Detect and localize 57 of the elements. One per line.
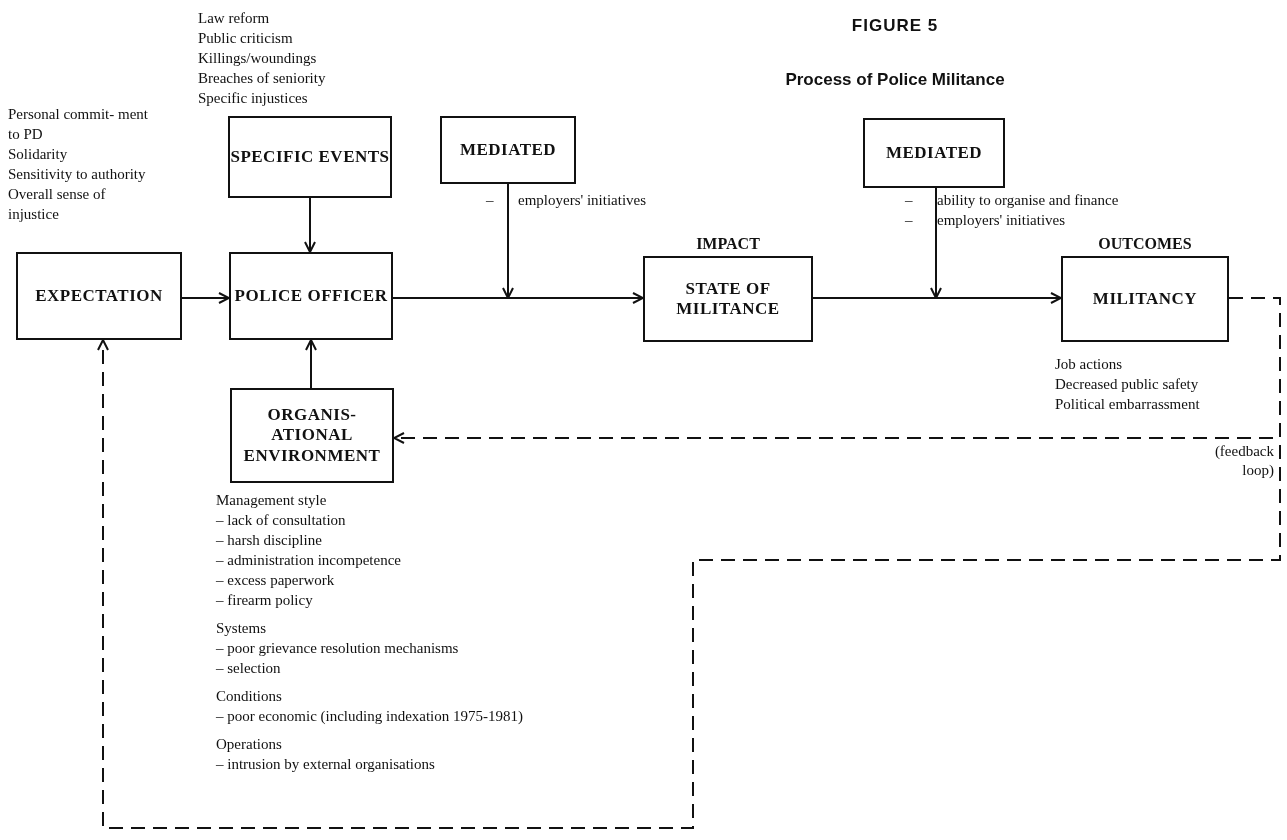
- note-text: Decreased public safety: [1055, 375, 1200, 394]
- note-text: – selection: [216, 659, 282, 678]
- note-text: employers' initiatives: [937, 211, 1067, 230]
- arrow: [930, 187, 942, 299]
- box-label: POLICE OFFICER: [234, 285, 388, 307]
- note-text: – administration incompetence: [216, 551, 402, 570]
- note-text: Breaches of seniority: [198, 69, 327, 88]
- arrow: [181, 292, 230, 304]
- arrow: [304, 197, 316, 253]
- note-text: –: [905, 191, 914, 210]
- note-text: – poor economic (including indexation 1975-1981): [216, 707, 525, 726]
- note-text: – harsh discipline: [216, 531, 323, 550]
- note-text: Public criticism: [198, 29, 294, 48]
- process-box: [228, 116, 392, 198]
- box-label: MILITANCY: [1092, 288, 1198, 310]
- note-text: Political embarrassment: [1055, 395, 1201, 414]
- note-text: – lack of consultation: [216, 511, 347, 530]
- arrow: [502, 183, 514, 299]
- process-box: [16, 252, 182, 340]
- note-text: – excess paperwork: [216, 571, 336, 590]
- note-text: – firearm policy: [216, 591, 314, 610]
- process-box: [863, 118, 1005, 188]
- box-label: MEDIATED: [459, 139, 557, 161]
- stage-heading: OUTCOMES: [1097, 235, 1193, 253]
- box-label: STATE OF MILITANCE: [675, 278, 781, 320]
- box-label: EXPECTATION: [35, 285, 163, 307]
- dashed-arrow: [97, 297, 1281, 829]
- figure-title: Process of Police Militance: [784, 70, 1006, 90]
- note-text: Overall sense of injustice: [8, 185, 107, 224]
- note-text: Conditions: [216, 687, 283, 706]
- note-text: Job actions: [1055, 355, 1124, 374]
- note-text: Law reform: [198, 9, 271, 28]
- note-text: Systems: [216, 619, 267, 638]
- note-text: Personal commit- ment to PD: [8, 105, 149, 144]
- note-text: employers' initiatives: [518, 191, 648, 210]
- note-text: – poor grievance resolution mechanisms: [216, 639, 460, 658]
- note-text: Operations: [216, 735, 283, 754]
- note-text: Specific injustices: [198, 89, 309, 108]
- arrow: [305, 339, 317, 389]
- note-text: ability to organise and finance: [937, 191, 1120, 210]
- stage-heading: IMPACT: [695, 235, 761, 253]
- process-box: [230, 388, 394, 483]
- arrow: [812, 292, 1062, 304]
- figure-number: FIGURE 5: [850, 16, 940, 36]
- process-box: [440, 116, 576, 184]
- note-text: –: [905, 211, 914, 230]
- note-text: Sensitivity to authority: [8, 165, 147, 184]
- note-text: –: [486, 191, 495, 210]
- note-text: – intrusion by external organisations: [216, 755, 436, 774]
- note-text: Killings/woundings: [198, 49, 318, 68]
- process-box: [229, 252, 393, 340]
- box-label: ORGANIS- ATIONAL ENVIRONMENT: [242, 404, 382, 467]
- box-label: SPECIFIC EVENTS: [230, 146, 390, 168]
- note-text: Solidarity: [8, 145, 69, 164]
- note-text: Management style: [216, 491, 328, 510]
- box-label: MEDIATED: [885, 142, 983, 164]
- arrow: [392, 292, 644, 304]
